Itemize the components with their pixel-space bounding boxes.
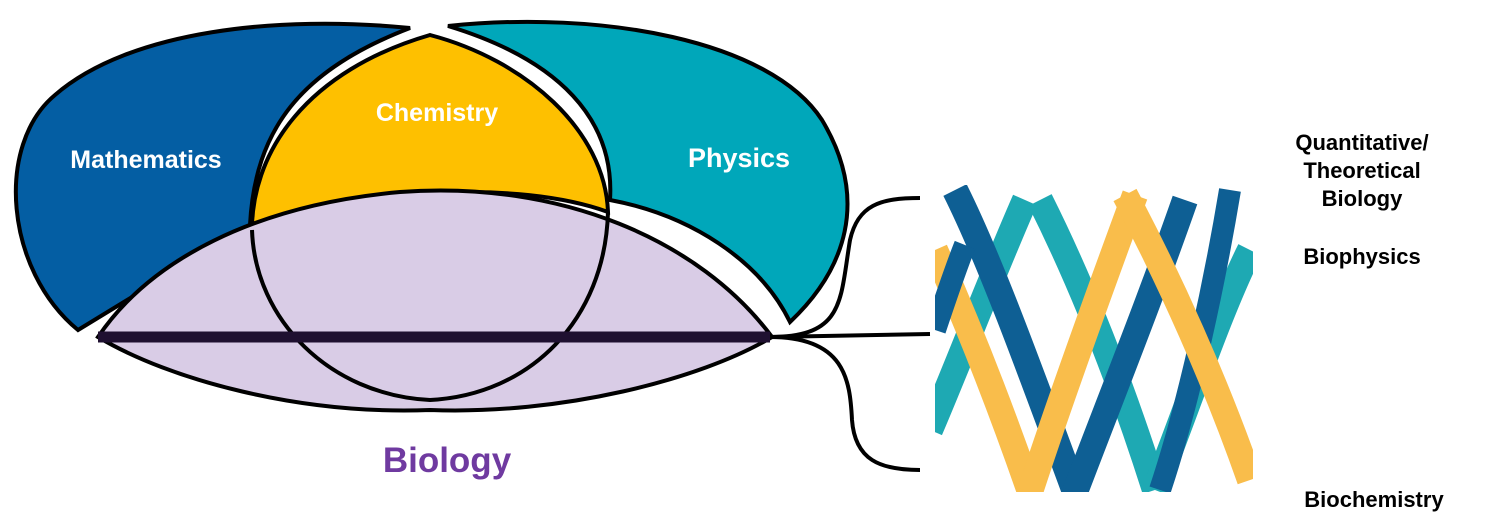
quantitative-label-line2: Theoretical xyxy=(1303,158,1420,183)
chemistry-label: Chemistry xyxy=(376,99,498,127)
physics-label: Physics xyxy=(688,143,790,173)
biophysics-label: Biophysics xyxy=(1303,244,1420,269)
biochemistry-label: Biochemistry xyxy=(1304,487,1444,512)
quantitative-label-line3: Biology xyxy=(1322,186,1403,211)
quantitative-label-line1: Quantitative/ xyxy=(1295,130,1428,155)
lower-brace xyxy=(770,337,920,470)
biology-label: Biology xyxy=(383,441,512,480)
dna-helix-image xyxy=(930,185,1253,492)
mathematics-label: Mathematics xyxy=(70,146,221,174)
